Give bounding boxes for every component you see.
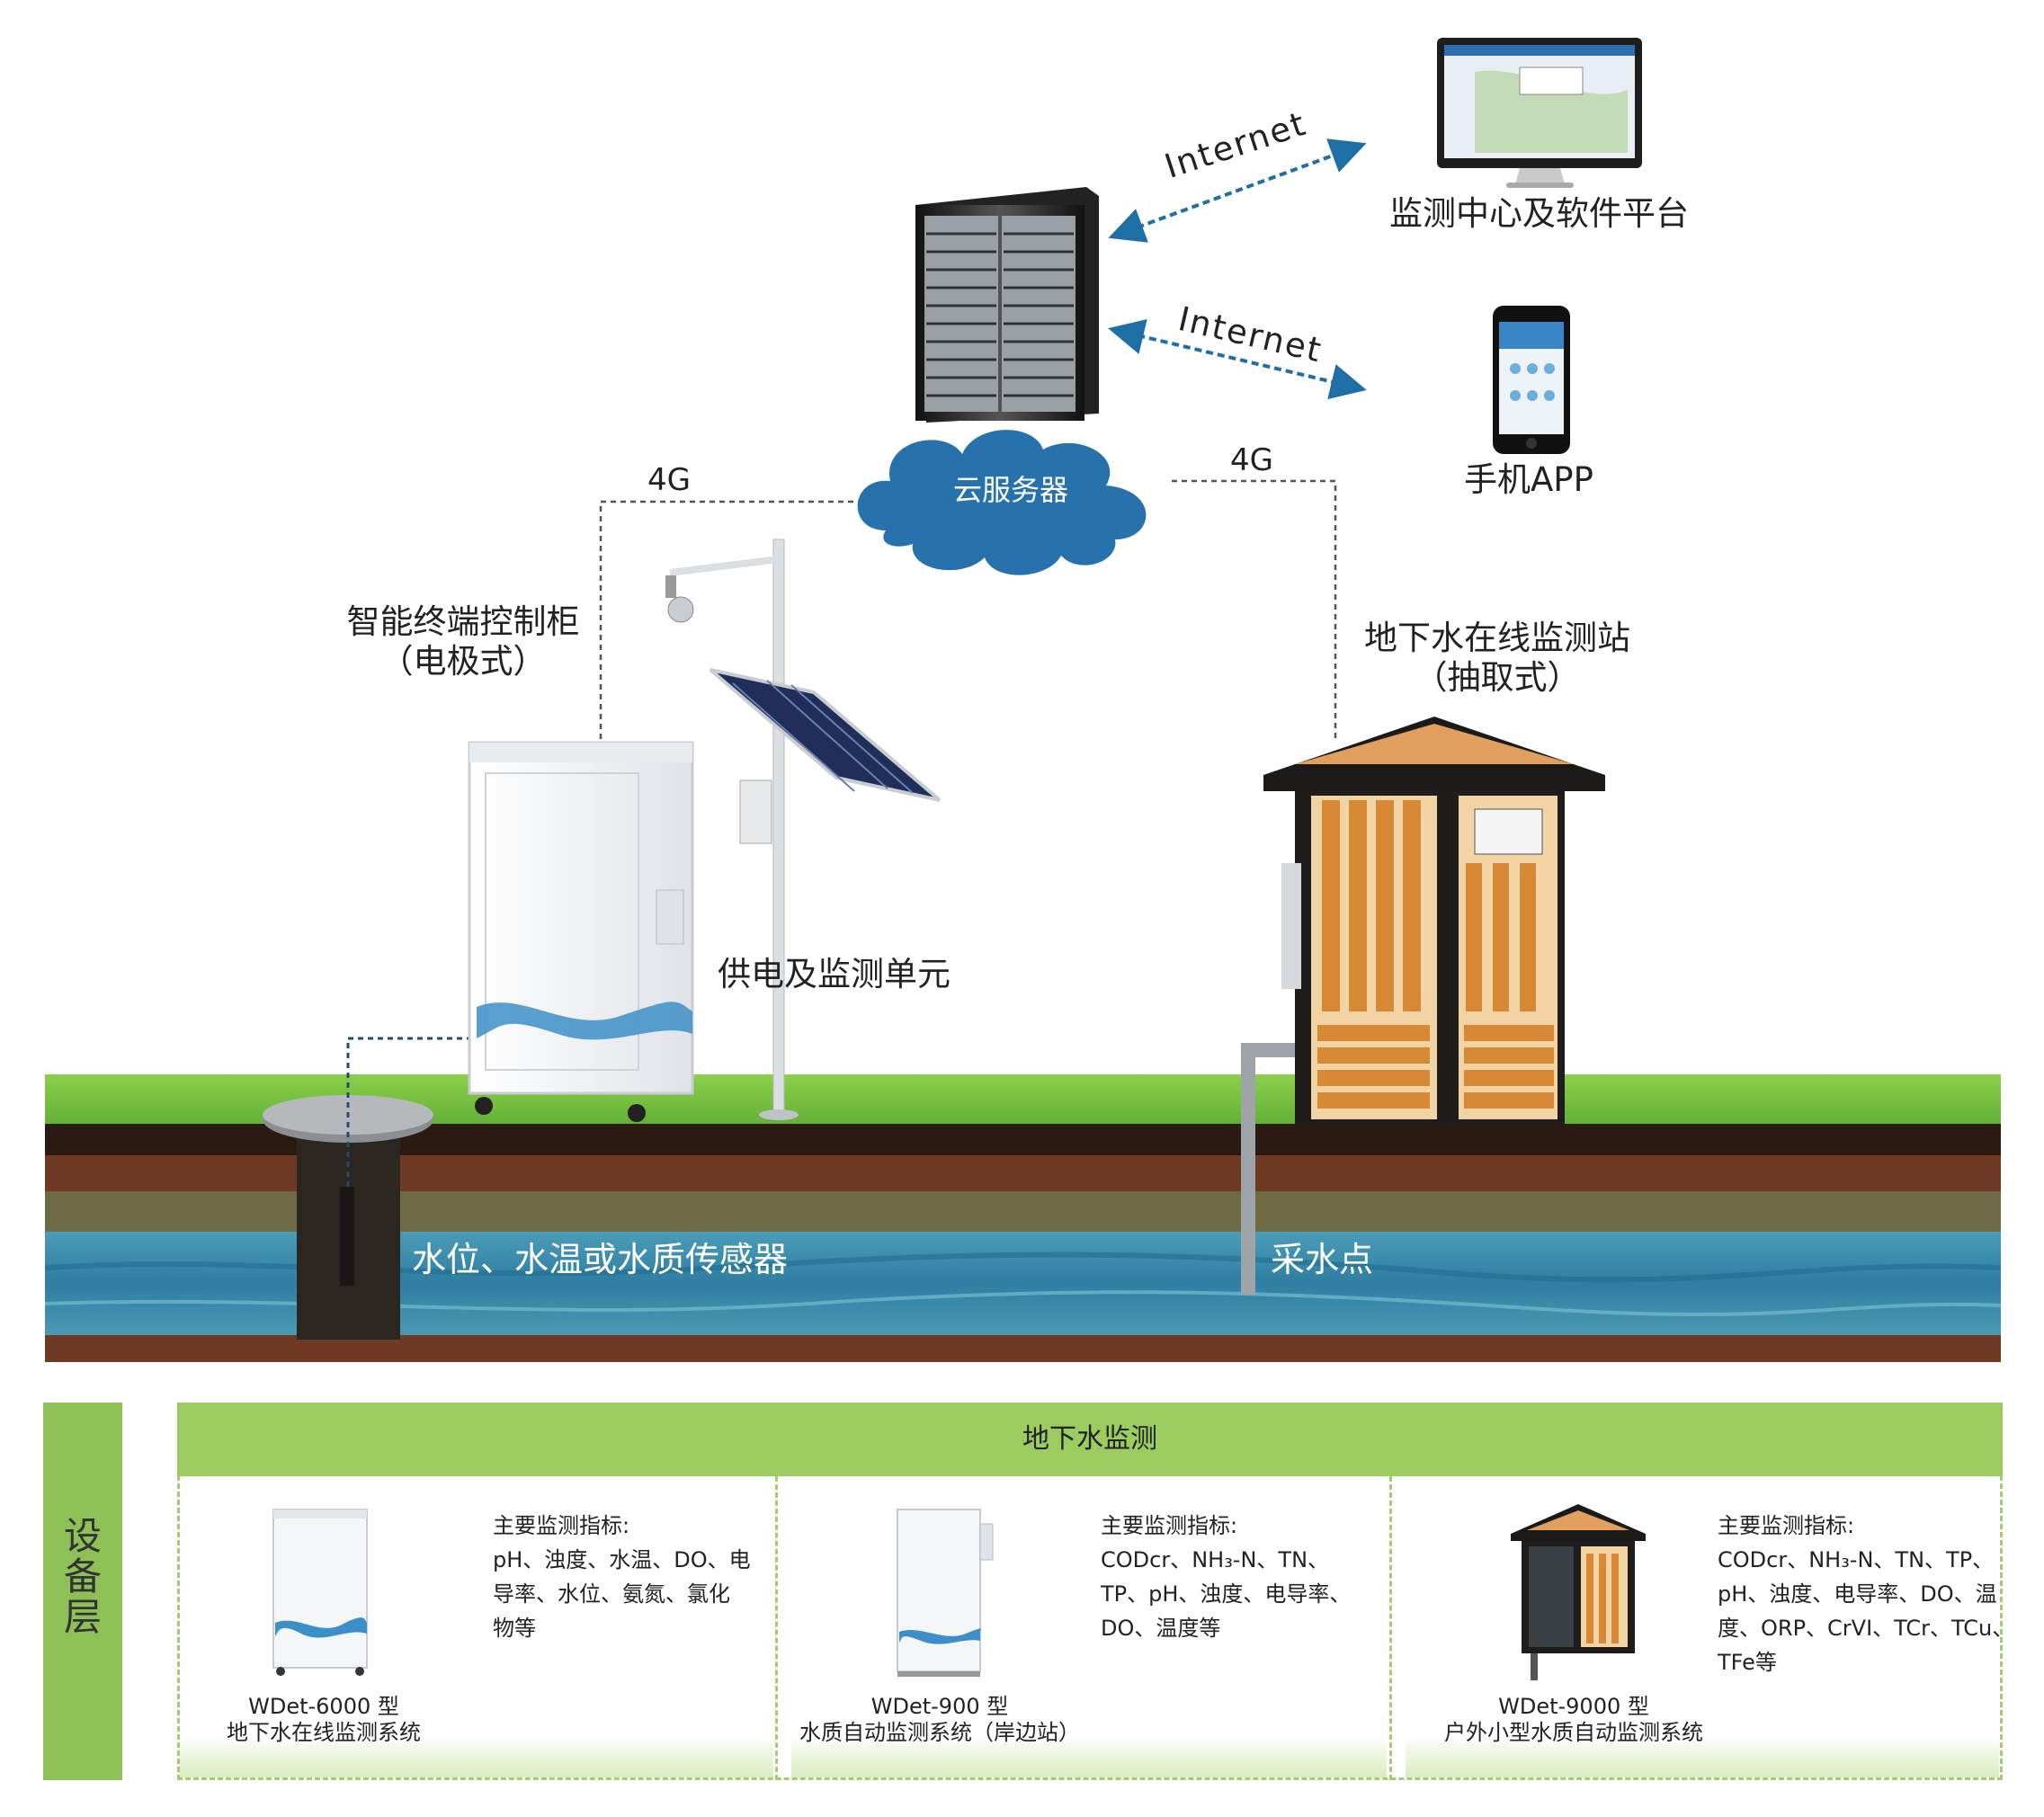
product-3-indicators: 主要监测指标: CODcr、NH₃-N、TN、TP、 pH、浊度、电导率、DO、… — [1718, 1509, 2013, 1679]
product-2-indicator-line: DO、温度等 — [1101, 1616, 1221, 1641]
control-cabinet — [468, 741, 694, 1122]
product-2-indicator-line: TP、pH、浊度、电导率、 — [1101, 1581, 1352, 1607]
product-image-wdet900 — [897, 1509, 994, 1677]
product-1-name: WDet-6000 型 地下水在线监测系统 — [193, 1694, 454, 1746]
monitoring-station — [1263, 717, 1605, 1124]
side-label-char-2: 备 — [63, 1554, 102, 1599]
product-2-title: 水质自动监测系统（岸边站） — [799, 1720, 1080, 1745]
cabinet-label-line2: （电极式） — [379, 642, 547, 681]
link-4g-right — [1172, 479, 1337, 739]
product-3-model: WDet-9000 型 — [1498, 1694, 1649, 1719]
power-unit-label: 供电及监测单元 — [718, 955, 951, 993]
header-title: 地下水监测 — [1022, 1423, 1157, 1455]
station-label-line1: 地下水在线监测站 — [1364, 619, 1630, 657]
product-image-wdet9000 — [1511, 1504, 1646, 1680]
product-image-wdet6000 — [272, 1509, 368, 1676]
column-divider-1 — [775, 1476, 778, 1780]
link-4g-left-label: 4G — [647, 462, 691, 498]
internet-arrow-phone — [1108, 318, 1367, 400]
mobile-app-label: 手机APP — [1464, 460, 1593, 499]
product-3-indicator-line: pH、浊度、电导率、DO、温 — [1718, 1581, 1997, 1607]
cloud-shape — [857, 430, 1147, 575]
product-3-indicator-line: TFe等 — [1718, 1650, 1777, 1675]
station-label: 地下水在线监测站 （抽取式） — [1344, 619, 1650, 699]
product-3-indicator-line: CODcr、NH₃-N、TN、TP、 — [1718, 1547, 1995, 1572]
product-1-indicator-line: 导率、水位、氨氮、氯化 — [493, 1581, 730, 1607]
product-1-indicator-line: 物等 — [493, 1616, 536, 1641]
product-1-model: WDet-6000 型 — [248, 1694, 399, 1719]
sampling-point-label: 采水点 — [1271, 1240, 1374, 1279]
product-1-title: 地下水在线监测系统 — [227, 1720, 421, 1745]
cloud-server-label: 云服务器 — [953, 473, 1069, 507]
product-1-indicator-line: pH、浊度、水温、DO、电 — [493, 1547, 751, 1572]
groundwater-monitoring-header: 地下水监测 — [177, 1403, 2003, 1476]
product-3-title: 户外小型水质自动监测系统 — [1444, 1720, 1703, 1745]
product-2-name: WDet-900 型 水质自动监测系统（岸边站） — [791, 1694, 1088, 1746]
column-divider-2 — [1389, 1476, 1392, 1780]
equipment-layer-side-label: 设 备 层 — [43, 1403, 122, 1780]
monitor-icon — [1437, 38, 1642, 188]
solar-power-unit — [665, 539, 942, 1120]
product-3-name: WDet-9000 型 户外小型水质自动监测系统 — [1425, 1694, 1722, 1746]
link-4g-left — [599, 500, 865, 739]
link-4g-right-label: 4G — [1230, 442, 1273, 478]
product-2-indicators: 主要监测指标: CODcr、NH₃-N、TN、 TP、pH、浊度、电导率、 DO… — [1101, 1509, 1351, 1645]
sensor-label: 水位、水温或水质传感器 — [412, 1240, 789, 1279]
system-diagram — [44, 38, 2002, 1362]
product-3-indicators-title: 主要监测指标: — [1718, 1513, 1855, 1538]
product-3-indicator-line: 度、ORP、CrVI、TCr、TCu、 — [1718, 1616, 2014, 1641]
station-label-line2: （抽取式） — [1414, 658, 1581, 698]
internet-arrow-monitor — [1108, 138, 1367, 243]
server-rack — [915, 187, 1099, 423]
product-2-indicator-line: CODcr、NH₃-N、TN、 — [1101, 1547, 1330, 1572]
sensor-cable — [346, 1037, 472, 1187]
product-1-indicators: 主要监测指标: pH、浊度、水温、DO、电 导率、水位、氨氮、氯化 物等 — [493, 1509, 751, 1645]
phone-icon — [1493, 306, 1570, 454]
product-2-indicators-title: 主要监测指标: — [1101, 1513, 1238, 1538]
sampling-pipe — [1241, 1043, 1295, 1295]
column-fade-2 — [791, 1735, 1387, 1777]
cabinet-label: 智能终端控制柜 （电极式） — [333, 602, 594, 682]
column-fade-3 — [1406, 1735, 1999, 1777]
cabinet-label-line1: 智能终端控制柜 — [346, 602, 580, 641]
product-2-model: WDet-900 型 — [870, 1694, 1009, 1719]
product-1-indicators-title: 主要监测指标: — [493, 1513, 630, 1538]
side-label-char-3: 层 — [63, 1595, 102, 1639]
column-fade-1 — [180, 1735, 773, 1777]
side-label-char-1: 设 — [63, 1514, 102, 1558]
monitor-center-label: 监测中心及软件平台 — [1389, 194, 1689, 233]
